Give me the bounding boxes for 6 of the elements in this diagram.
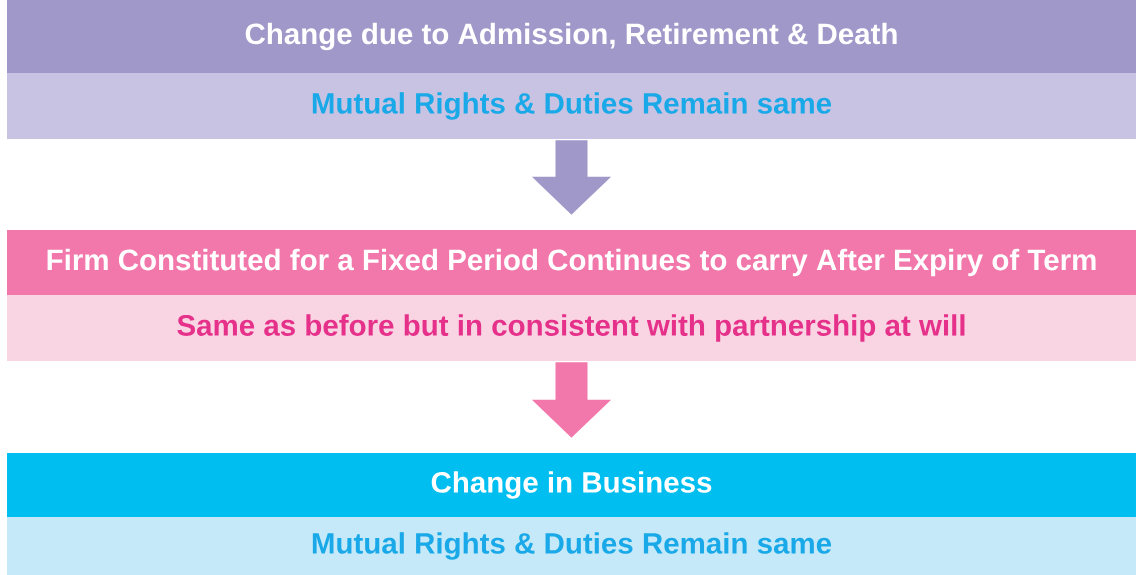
- band-box: Firm Constituted for a Fixed Period Continues to carry After Expiry of Term: [7, 230, 1136, 295]
- band-box: Change in Business: [7, 453, 1136, 517]
- band-box: Same as before but in consistent with partnership at will: [7, 295, 1136, 361]
- band-box: Change due to Admission, Retirement & Death: [7, 0, 1136, 73]
- band-box: Mutual Rights & Duties Remain same: [7, 73, 1136, 139]
- band-box: Mutual Rights & Duties Remain same: [7, 517, 1136, 575]
